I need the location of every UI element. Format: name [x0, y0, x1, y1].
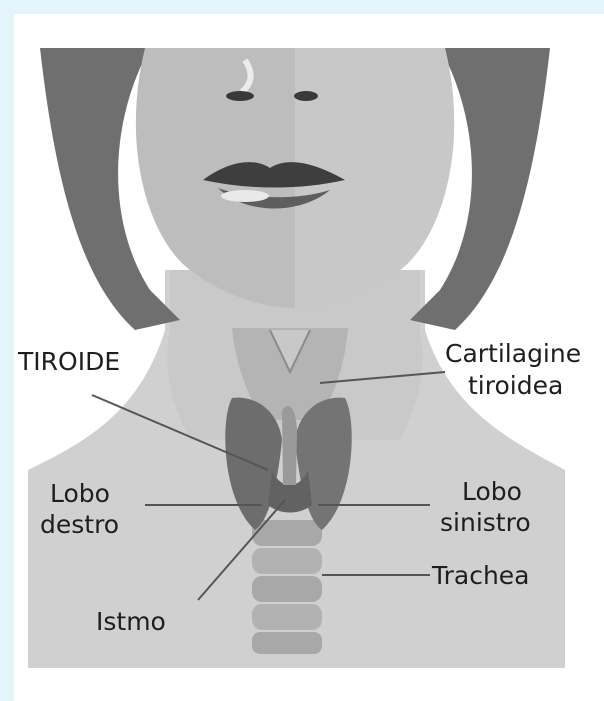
label-lobo-sinistro-line2: sinistro	[440, 508, 531, 537]
label-lobo-sinistro-line1: Lobo	[462, 477, 522, 506]
nostril-left	[226, 91, 254, 101]
label-trachea: Trachea	[431, 561, 530, 590]
lip-highlight	[221, 190, 269, 202]
larynx-center	[282, 406, 297, 485]
label-lobo-destro-line1: Lobo	[50, 479, 110, 508]
nostril-right	[294, 91, 318, 101]
label-lobo-destro-line2: destro	[40, 510, 119, 539]
label-tiroide: TIROIDE	[17, 347, 120, 376]
trachea-rings	[252, 520, 322, 654]
label-cartilagine-line1: Cartilagine	[445, 339, 581, 368]
label-cartilagine-line2: tiroidea	[468, 371, 563, 400]
label-istmo: Istmo	[96, 607, 166, 636]
